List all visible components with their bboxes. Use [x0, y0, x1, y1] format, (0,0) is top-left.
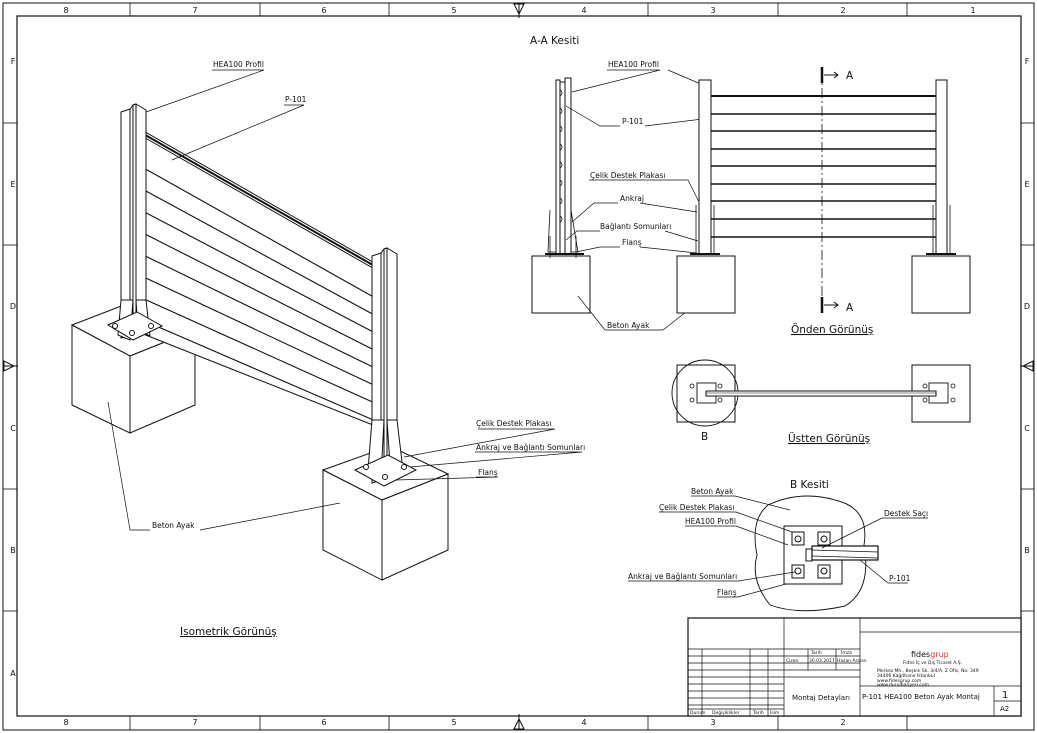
row-label: C	[10, 424, 16, 433]
panel-slat	[132, 315, 379, 423]
aa-label-nut: Bağlantı Somunları	[600, 222, 671, 231]
column-label: 3	[710, 6, 715, 15]
column-label: 6	[321, 6, 326, 15]
aa-label-foot: Beton Ayak	[607, 321, 650, 330]
b-label-foot: Beton Ayak	[691, 487, 734, 496]
rev-col-name: İsim	[770, 709, 779, 716]
column-label: 1	[970, 6, 975, 15]
column-label: 2	[840, 6, 845, 15]
isometric-view: HEA100 Profil P-101 Beton Ayak Çelik Des…	[70, 60, 585, 638]
tb-drawn-name: Hasan Arslan	[837, 658, 867, 664]
front-left-foot	[676, 255, 736, 314]
b-label-plate: Çelik Destek Plakası	[659, 503, 734, 512]
section-aa-title: A-A Kesiti	[530, 35, 579, 47]
company-address-2: 34406 Kağıthane İstanbul	[877, 672, 935, 679]
iso-label-plate: Çelik Destek Plakası	[476, 419, 551, 428]
right-hea-post	[353, 247, 418, 487]
column-label: 2	[840, 718, 845, 727]
company-address-1: Merkez Mh., Beşkin Sk. 3/4/A, Z Ofis, No…	[877, 668, 979, 674]
aa-label-flange: Flanş	[622, 238, 642, 247]
section-b-view: B Kesiti Beton Ayak Çelik Destek Plakası…	[628, 479, 928, 612]
tb-drawn-date: 30.03.2017	[809, 658, 835, 664]
company-name: Fides İç ve Dış Ticaret A.Ş.	[903, 659, 962, 666]
panel-slat	[132, 227, 379, 353]
column-label: 4	[581, 718, 586, 727]
column-label: 5	[451, 718, 456, 727]
cut-mark-top: A	[846, 70, 854, 82]
front-view: A A Önden Görünüş	[676, 67, 971, 336]
row-label: B	[10, 546, 16, 555]
drawing-title: P-101 HEA100 Beton Ayak Montaj	[862, 693, 980, 701]
top-view: B Üstten Görünüş	[671, 359, 971, 445]
row-label: F	[11, 57, 16, 66]
paper-size: A2	[1000, 705, 1009, 713]
row-label: D	[1024, 302, 1030, 311]
row-label: B	[1024, 546, 1030, 555]
row-label: A	[10, 669, 16, 678]
front-left-post	[698, 79, 712, 255]
front-right-post	[935, 79, 948, 255]
rev-col-date: Tarih	[752, 710, 764, 716]
section-aa-foot	[531, 255, 591, 314]
iso-label-flange: Flanş	[478, 468, 498, 477]
front-right-foot	[911, 255, 971, 314]
row-label: C	[1024, 424, 1030, 433]
iso-label-foot: Beton Ayak	[152, 521, 195, 530]
company-logo: fidesgrup	[911, 650, 949, 659]
front-view-title: Önden Görünüş	[791, 323, 873, 336]
aa-label-hea: HEA100 Profil	[608, 60, 659, 69]
section-aa-view: A-A Kesiti HEA100	[530, 35, 712, 331]
row-label: F	[1025, 57, 1030, 66]
panel-slat	[132, 293, 379, 406]
brand-part-b: grup	[930, 650, 949, 659]
row-label: E	[10, 180, 15, 189]
column-label: 6	[321, 718, 326, 727]
cut-mark-bottom: A	[846, 302, 854, 314]
iso-label-hea: HEA100 Profil	[213, 60, 264, 69]
iso-label-anchor: Ankraj ve Bağlantı Somunları	[476, 443, 585, 452]
panel-slat	[132, 161, 379, 300]
aa-label-panel: P-101	[622, 117, 644, 126]
company-web-2: www.durulbariyeri.com	[877, 682, 929, 688]
row-label: D	[10, 302, 16, 311]
brand-part-a: fides	[911, 650, 930, 659]
detail-b-label: B	[701, 431, 708, 443]
column-label: 7	[192, 6, 197, 15]
panel-slat	[132, 205, 379, 335]
panel-slat	[132, 183, 379, 318]
b-label-flange: Flanş	[717, 588, 737, 597]
row-label: E	[1024, 180, 1029, 189]
left-hea-post	[106, 103, 164, 341]
iso-view-title: Isometrik Görünüş	[180, 626, 277, 638]
tb-col-date: Tarih	[810, 650, 822, 656]
company-web-1: www.fidesgrup.com	[877, 678, 921, 684]
rev-col-status: Durum	[690, 710, 705, 716]
panel-slat	[132, 271, 379, 388]
rev-col-changes: Değişiklikler	[712, 709, 740, 716]
title-block: Tarih İmza Çizen 30.03.2017 Hasan Arslan…	[687, 617, 1022, 717]
sheet-name: Montaj Detayları	[792, 694, 850, 702]
sheet-number: 1	[1002, 690, 1008, 701]
b-label-hea: HEA100 Profil	[685, 517, 736, 526]
b-label-anchor: Ankraj ve Bağlantı Somunları	[628, 572, 737, 581]
tb-row-drawn: Çizen	[786, 658, 799, 664]
panel-slat	[132, 249, 379, 370]
column-label: 3	[710, 718, 715, 727]
aa-label-plate: Çelik Destek Plakası	[590, 171, 665, 180]
column-label: 8	[63, 718, 68, 727]
section-b-title: B Kesiti	[790, 479, 829, 491]
b-label-panel: P-101	[889, 574, 911, 583]
top-view-title: Üstten Görünüş	[788, 432, 870, 445]
column-label: 5	[451, 6, 456, 15]
tb-col-sign: İmza	[841, 649, 852, 656]
column-label: 7	[192, 718, 197, 727]
column-label: 8	[63, 6, 68, 15]
aa-label-anchor: Ankraj	[620, 194, 644, 203]
column-label: 4	[581, 6, 586, 15]
iso-label-panel: P-101	[285, 95, 307, 104]
b-label-support: Destek Saçı	[884, 509, 928, 518]
